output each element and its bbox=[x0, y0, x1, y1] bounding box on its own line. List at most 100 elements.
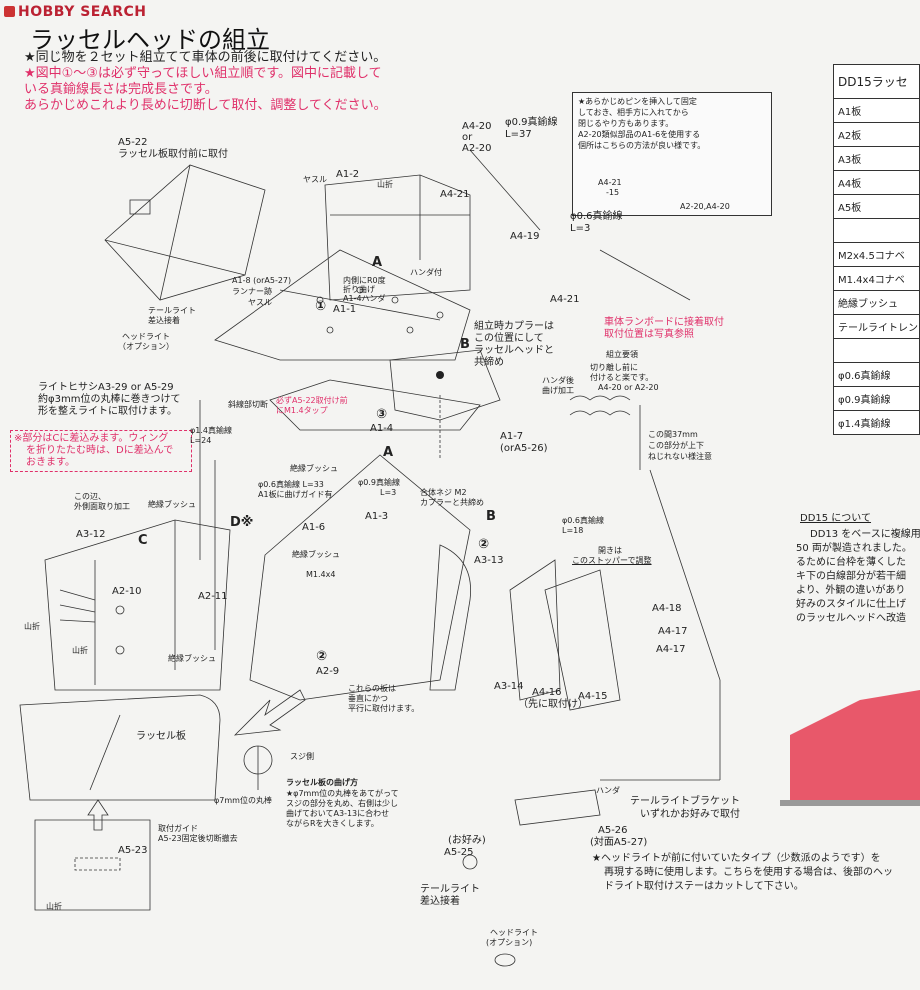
callout-cut-2: 付けると楽です。 bbox=[590, 373, 654, 382]
callout-yasuru: ヤスル bbox=[303, 175, 327, 184]
callout-runner: ランナー跡 bbox=[232, 287, 272, 296]
part-a3-13 bbox=[429, 544, 472, 691]
callout-a4-20: A4-20 bbox=[462, 121, 492, 132]
label-b-mid: B bbox=[486, 509, 496, 524]
callout-runboard-2: 取付位置は写真参照 bbox=[604, 329, 694, 340]
callout-cut-3: A4-20 or A2-20 bbox=[598, 383, 659, 392]
callout-open-1: 開きは bbox=[598, 546, 622, 555]
step-3-marker: ③ bbox=[376, 407, 388, 422]
callout-wire09-b: φ0.9真鍮線 bbox=[358, 478, 400, 487]
table-row: テールライトレン bbox=[833, 314, 920, 339]
table-row bbox=[833, 338, 920, 363]
label-b-top: B bbox=[460, 337, 470, 352]
callout-a2-10: A2-10 bbox=[112, 586, 142, 597]
part-a1-1 bbox=[214, 249, 471, 361]
step-2-marker-b: ② bbox=[316, 649, 328, 664]
about-line: 50 両が製造されました。 bbox=[796, 543, 912, 554]
callout-a1-7-alt: (orA5-26) bbox=[500, 443, 548, 454]
pin-tip-line: 閉じるやり方もあります。 bbox=[578, 119, 674, 128]
callout-a3-14: A3-14 bbox=[494, 681, 524, 692]
about-line: キ下の白線部分が若干細 bbox=[796, 571, 906, 582]
table-header: DD15ラッセ bbox=[833, 64, 920, 99]
callout-guide-2: A5-23固定後切断撤去 bbox=[158, 834, 238, 843]
callout-a1-3: A1-3 bbox=[365, 511, 389, 522]
callout-distance-2: この部分が上下 bbox=[648, 441, 704, 450]
callout-l24: L=24 bbox=[190, 436, 212, 445]
callout-taillight: テールライト bbox=[148, 306, 196, 315]
locomotive-photo bbox=[780, 690, 920, 806]
part-a2-9 bbox=[249, 454, 471, 701]
callout-bushing-3: 絶縁ブッシュ bbox=[292, 550, 340, 559]
callout-a4-16-first: （先に取付け） bbox=[518, 699, 588, 710]
pin-tip-line: 個所はこちらの方法が良い様です。 bbox=[578, 141, 706, 150]
part-a5-22-hole bbox=[129, 199, 151, 215]
callout-bushing-2: 絶縁ブッシュ bbox=[148, 500, 196, 509]
callout-a2-9: A2-9 bbox=[316, 666, 340, 677]
part-russell-plate bbox=[19, 694, 221, 801]
callout-inner-2: 折り曲げ bbox=[343, 285, 375, 294]
step-2-marker-a: ② bbox=[478, 537, 490, 552]
callout-groove-side: スジ側 bbox=[290, 752, 314, 761]
parts-table: DD15ラッセ A1板 A2板 A3板 A4板 A5板 M2x4.5コナベ M1… bbox=[833, 64, 920, 435]
callout-wire06: φ0.6真鍮線 bbox=[570, 211, 623, 222]
table-row: A4板 bbox=[833, 170, 920, 195]
callout-solder-2: 曲げ加工 bbox=[542, 386, 574, 395]
callout-a1-2: A1-2 bbox=[336, 169, 360, 180]
callout-a4-21-box: A4-21 bbox=[598, 178, 622, 187]
callout-minus15: -15 bbox=[606, 188, 620, 197]
callout-coupler-1: 組立時カプラーは bbox=[474, 321, 554, 332]
callout-side-1: この辺、 bbox=[74, 492, 106, 501]
callout-bend-4: 曲げておいてA3-13に合わせ bbox=[286, 809, 390, 818]
callout-yamaori-2: 山折 bbox=[24, 622, 40, 631]
callout-solder-1: ハンダ後 bbox=[542, 376, 574, 385]
callout-distance-3: ねじれない様注意 bbox=[648, 452, 712, 461]
callout-l18: L=18 bbox=[562, 526, 584, 535]
coupler-marker-icon bbox=[436, 371, 444, 379]
part-a4-15 bbox=[544, 569, 621, 711]
callout-a4-16: A4-16 bbox=[532, 687, 562, 698]
callout-visor-1: ライトヒサシA3-29 or A5-29 bbox=[38, 382, 174, 393]
note-line-3: いる真鍮線長さは完成長さです。 bbox=[24, 82, 218, 97]
callout-runboard-1: 車体ランボードに接着取付 bbox=[604, 317, 724, 328]
callout-bend-3: スジの部分を丸め、右側は少し bbox=[286, 799, 398, 808]
arrow-up-icon bbox=[87, 799, 109, 831]
callout-parallel-1: これらの板は bbox=[348, 684, 396, 693]
callout-hatch-cut: 斜線部切断 bbox=[228, 400, 268, 409]
part-a4-16 bbox=[509, 559, 561, 701]
note-c-line-3: おきます。 bbox=[26, 457, 75, 468]
about-line: 好みのスタイルに仕上げ bbox=[796, 599, 906, 610]
callout-a1-7: A1-7 bbox=[500, 431, 524, 442]
callout-a5-26-alt: (対面A5-27) bbox=[590, 837, 648, 848]
table-row: A5板 bbox=[833, 194, 920, 219]
headlight-note-1: ★ヘッドライトが前に付いていたタイプ（少数派のようです）を bbox=[592, 853, 881, 864]
note-line-1: ★同じ物を２セット組立てて車体の前後に取付けてください。 bbox=[24, 50, 387, 65]
callout-a5-22: A5-22 bbox=[118, 137, 148, 148]
callout-tap-2: にM1.4タップ bbox=[276, 406, 328, 415]
callout-a4-18: A4-18 bbox=[652, 603, 682, 614]
pin-tip-line: しておき、相手方に入れてから bbox=[578, 108, 689, 117]
callout-tap-1: 必ずA5-22取付け前 bbox=[276, 396, 348, 405]
callout-wire09: φ0.9真鍮線 bbox=[505, 117, 558, 128]
callout-bend-1: ラッセル板の曲げ方 bbox=[286, 778, 358, 787]
pin-tip-box bbox=[572, 92, 772, 216]
callout-a1-4: A1-4 bbox=[370, 423, 394, 434]
callout-screw-2: カプラーと共締め bbox=[420, 498, 484, 507]
callout-open-2: このストッパーで調整 bbox=[572, 556, 652, 565]
note-line-4: あらかじめこれより長めに切断して取付、調整してください。 bbox=[24, 98, 387, 113]
callout-a5-26: A5-26 bbox=[598, 825, 628, 836]
callout-yamaori-4: 山折 bbox=[46, 902, 62, 911]
callout-a3-13: A3-13 bbox=[474, 555, 504, 566]
callout-a4-21-b: A4-21 bbox=[550, 294, 580, 305]
callout-coupler-4: 共締め bbox=[474, 357, 504, 368]
callout-a5-22-note: ラッセル板取付前に取付 bbox=[118, 149, 228, 160]
headlight-note-2: 再現する時に使用します。こちらを使用する場合は、後部のヘッ bbox=[604, 867, 893, 878]
logo-icon bbox=[4, 6, 15, 17]
watermark: HOBBY SEARCH bbox=[4, 4, 146, 20]
part-a5-25 bbox=[462, 854, 478, 870]
callout-wire06-c: φ0.6真鍮線 bbox=[562, 516, 604, 525]
callout-a4-21: A4-21 bbox=[440, 189, 470, 200]
callout-tail-2b: 差込接着 bbox=[420, 896, 460, 907]
callout-visor-3: 形を整えライトに取付けます。 bbox=[38, 406, 177, 417]
callout-inner-3: A1-4ハンダ bbox=[343, 294, 386, 303]
callout-a2-20: A2-20 bbox=[462, 143, 492, 154]
